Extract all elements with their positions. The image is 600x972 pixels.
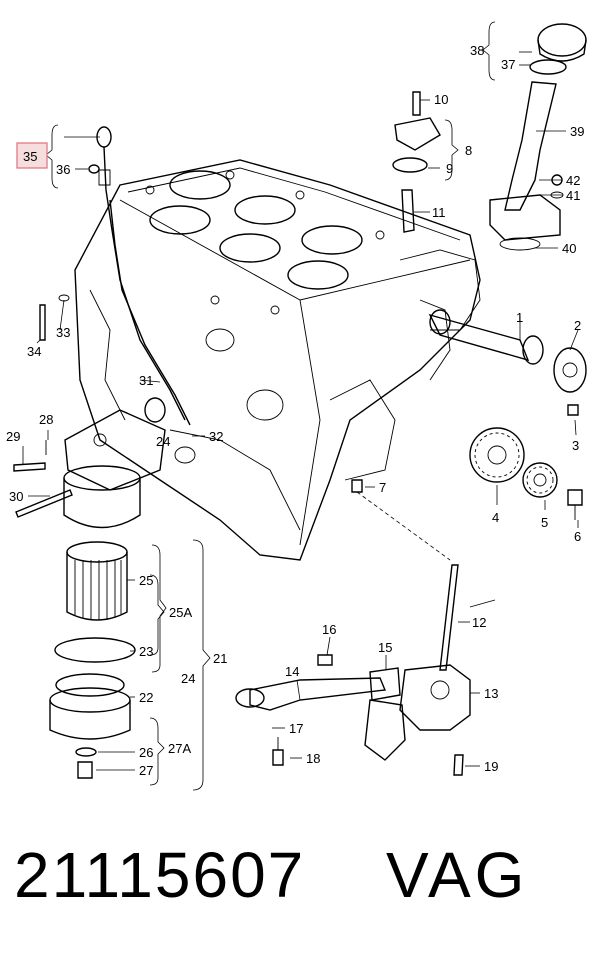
drain-plug (351, 479, 363, 493)
bracket-gasket (144, 397, 196, 464)
callout-34: 34 (27, 344, 41, 359)
callout-30: 30 (9, 489, 23, 504)
oil-pump (364, 664, 471, 761)
callout-14: 14 (285, 664, 299, 679)
filter-small-seal (75, 747, 97, 757)
callout-35: 35 (23, 149, 37, 164)
flange-bolt (567, 404, 579, 416)
callout-1: 1 (516, 310, 523, 325)
callout-16: 16 (322, 622, 336, 637)
sprocket-bolt (567, 489, 583, 520)
callout-11: 11 (432, 205, 446, 220)
callout-19: 19 (484, 759, 498, 774)
filter-housing (63, 465, 141, 529)
breather-assembly (392, 91, 441, 233)
callout-labels: 1 2 3 4 5 6 7 8 9 10 11 12 13 14 15 16 1… (6, 43, 584, 778)
callout-6: 6 (574, 529, 581, 544)
callout-31: 31 (139, 373, 153, 388)
callout-42: 42 (566, 173, 580, 188)
callout-5: 5 (541, 515, 548, 530)
callout-24a: 24 (156, 434, 170, 449)
pickup-tube (235, 677, 387, 711)
filter-bracket (64, 409, 166, 491)
filter-seal-ring (54, 637, 136, 663)
oil-pump-drive-shaft (439, 564, 459, 671)
callout-39: 39 (570, 124, 584, 139)
intermediate-shaft (428, 309, 544, 365)
callout-12: 12 (472, 615, 486, 630)
caption-footer: 21115607 VAG (0, 838, 600, 948)
callout-41: 41 (566, 188, 580, 203)
filter-cap (49, 673, 131, 740)
callout-32: 32 (209, 429, 223, 444)
callout-26: 26 (139, 745, 153, 760)
highlight-box (16, 142, 48, 169)
callout-9: 9 (446, 161, 453, 176)
callout-10: 10 (434, 92, 448, 107)
callout-2: 2 (574, 318, 581, 333)
brand-name: VAG (386, 839, 529, 911)
sprocket-small (522, 462, 558, 498)
grouping-brackets (22, 21, 579, 791)
filter-element (66, 541, 128, 621)
callout-22: 22 (139, 690, 153, 705)
callout-13: 13 (484, 686, 498, 701)
callout-27A: 27A (168, 741, 191, 756)
pump-gasket (369, 667, 401, 701)
callout-8: 8 (465, 143, 472, 158)
callout-40: 40 (562, 241, 576, 256)
callout-24b: 24 (181, 671, 195, 686)
callout-18: 18 (306, 751, 320, 766)
sprocket-large (469, 427, 525, 483)
callout-25A: 25A (169, 605, 192, 620)
callout-36: 36 (56, 162, 70, 177)
callout-28: 28 (39, 412, 53, 427)
callout-15: 15 (378, 640, 392, 655)
pump-bolts (272, 654, 464, 776)
dipstick (96, 126, 191, 426)
filter-drain-bolt (77, 761, 93, 779)
dipstick-seal-ring (88, 164, 100, 174)
bracket-bolts (13, 294, 73, 518)
engine-block (74, 159, 481, 561)
callout-23: 23 (139, 644, 153, 659)
exploded-parts-diagram: 1 2 3 4 5 6 7 8 9 10 11 12 13 14 15 16 1… (6, 21, 587, 791)
callout-38: 38 (470, 43, 484, 58)
callout-3: 3 (572, 438, 579, 453)
callout-29: 29 (6, 429, 20, 444)
callout-7: 7 (379, 480, 386, 495)
callout-25: 25 (139, 573, 153, 588)
callout-4: 4 (492, 510, 499, 525)
shaft-flange (553, 347, 587, 393)
callout-37: 37 (501, 57, 515, 72)
callout-33: 33 (56, 325, 70, 340)
part-number: 21115607 (14, 839, 306, 911)
callout-17: 17 (289, 721, 303, 736)
callout-27: 27 (139, 763, 153, 778)
callout-21: 21 (213, 651, 227, 666)
